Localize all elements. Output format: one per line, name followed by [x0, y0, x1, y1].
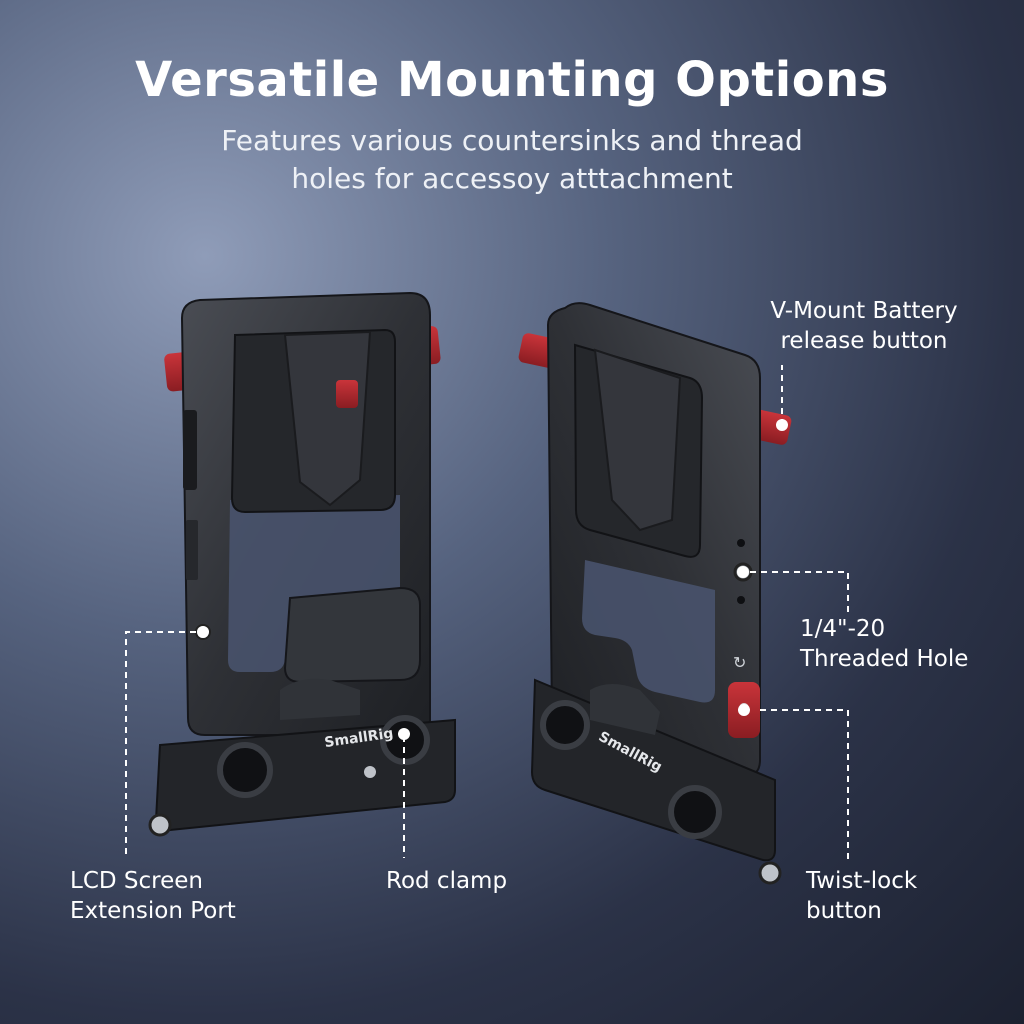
- callout-line-threaded: [750, 571, 849, 612]
- subtitle-line-1: Features various countersinks and thread: [221, 124, 803, 157]
- subtitle-line-2: holes for accessoy atttachment: [291, 162, 733, 195]
- page-title: Versatile Mounting Options: [135, 52, 889, 108]
- callout-rod-clamp: Rod clamp: [386, 868, 508, 894]
- left-mount-plate: SmallRig: [148, 291, 456, 837]
- right-mount-plate: ↻ SmallRig: [518, 302, 792, 885]
- left-vmount-latch: [336, 380, 358, 408]
- callout-twist-lock: Twist-lock button: [806, 868, 918, 924]
- callout-dots: [197, 419, 788, 740]
- callout-vmount-release: V-Mount Battery release button: [770, 298, 958, 354]
- page-subtitle: Features various countersinks and thread…: [0, 122, 1024, 198]
- callout-lines: [125, 365, 849, 862]
- svg-text:↻: ↻: [733, 653, 746, 672]
- callout-threaded-hole: 1/4"-20 Threaded Hole: [800, 616, 969, 672]
- callout-line-lcd: [125, 631, 196, 858]
- callout-line-twist: [760, 709, 849, 862]
- callout-lcd-port: LCD Screen Extension Port: [70, 868, 236, 924]
